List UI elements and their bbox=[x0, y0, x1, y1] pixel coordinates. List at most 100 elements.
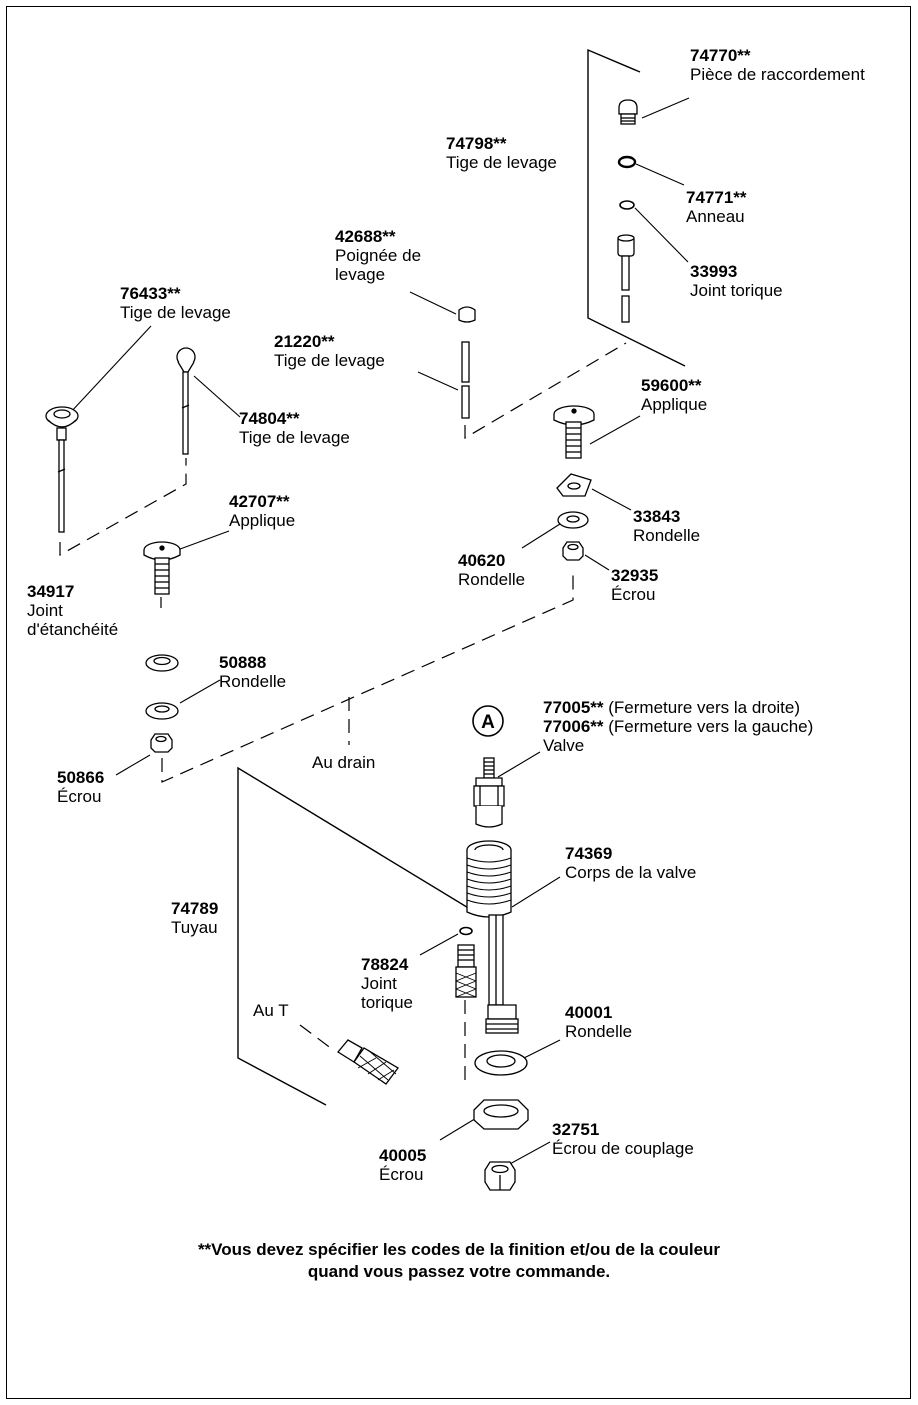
leader-74804 bbox=[193, 375, 241, 418]
part-name: Écrou bbox=[57, 787, 102, 806]
part-name: Tige de levage bbox=[120, 303, 231, 322]
leader-40005 bbox=[439, 1116, 479, 1141]
label-32751: 32751 Écrou de couplage bbox=[552, 1120, 694, 1158]
label-74770: 74770** Pièce de raccordement bbox=[690, 46, 865, 84]
part-name: Écrou de couplage bbox=[552, 1139, 694, 1158]
part-74804-lift-rod bbox=[176, 347, 196, 455]
label-50888: 50888 Rondelle bbox=[219, 653, 286, 691]
part-name: Écrou bbox=[611, 585, 656, 604]
part-number: 34917 bbox=[27, 582, 75, 601]
part-number: 74770** bbox=[690, 46, 751, 65]
leader-32935 bbox=[584, 554, 610, 571]
leader-50888 bbox=[179, 679, 221, 704]
part-33843-washer bbox=[556, 473, 592, 497]
part-name: Tige de levage bbox=[446, 153, 557, 172]
leader-40620 bbox=[521, 523, 561, 549]
part-number: 32751 bbox=[552, 1120, 600, 1139]
part-40005-nut bbox=[473, 1099, 529, 1130]
part-40001-washer bbox=[474, 1050, 528, 1076]
part-number: 74798** bbox=[446, 134, 507, 153]
part-59600-escutcheon bbox=[553, 405, 595, 459]
ordering-note: **Vous devez spécifier les codes de la f… bbox=[0, 1239, 918, 1283]
hose-fitting-upper bbox=[455, 944, 477, 998]
label-74804: 74804** Tige de levage bbox=[239, 409, 350, 447]
part-name: Tige de levage bbox=[274, 351, 385, 370]
part-number: 77006** bbox=[543, 717, 604, 736]
part-name: Joint torique bbox=[690, 281, 783, 300]
label-40005: 40005 Écrou bbox=[379, 1146, 426, 1184]
part-name: Rondelle bbox=[565, 1022, 633, 1041]
leader-32751 bbox=[507, 1141, 551, 1166]
part-name: Tige de levage bbox=[239, 428, 350, 447]
part-50866-nut bbox=[150, 733, 173, 753]
part-74369-valve-body bbox=[466, 840, 519, 1034]
dash-au-t-pointer bbox=[299, 1024, 333, 1050]
label-42688: 42688** Poignée de levage bbox=[335, 227, 421, 284]
label-74789: 74789 Tuyau bbox=[171, 899, 218, 937]
part-34917-gasket bbox=[145, 654, 179, 672]
label-74798: 74798** Tige de levage bbox=[446, 134, 557, 172]
leader-77005 bbox=[497, 751, 541, 778]
part-number: 21220** bbox=[274, 332, 335, 351]
label-74369: 74369 Corps de la valve bbox=[565, 844, 696, 882]
leader-21220 bbox=[417, 371, 459, 391]
part-74798-lift-rod bbox=[617, 234, 635, 323]
part-number: 76433** bbox=[120, 284, 181, 303]
part-name-line-1: Joint bbox=[27, 601, 63, 620]
label-au-drain: Au drain bbox=[312, 753, 376, 772]
part-number: 50866 bbox=[57, 768, 105, 787]
label-42707: 42707** Applique bbox=[229, 492, 295, 530]
part-number: 40005 bbox=[379, 1146, 427, 1165]
part-number: 42688** bbox=[335, 227, 396, 246]
label-33993: 33993 Joint torique bbox=[690, 262, 783, 300]
part-32935-nut bbox=[562, 541, 584, 561]
label-78824: 78824 Joint torique bbox=[361, 955, 413, 1012]
callout-circle-a bbox=[472, 705, 504, 737]
part-name-line-2: d'étanchéité bbox=[27, 620, 119, 639]
label-77005: 77005** (Fermeture vers la droite) 77006… bbox=[543, 698, 813, 755]
label-21220: 21220** Tige de levage bbox=[274, 332, 385, 370]
label-34917: 34917 Joint d'étanchéité bbox=[27, 582, 118, 639]
part-name: Corps de la valve bbox=[565, 863, 697, 882]
leader-78824 bbox=[419, 933, 459, 956]
part-number: 33843 bbox=[633, 507, 681, 526]
label-40001: 40001 Rondelle bbox=[565, 1003, 632, 1041]
part-number: 74369 bbox=[565, 844, 613, 863]
part-number: 74771** bbox=[686, 188, 747, 207]
part-name-line-2: torique bbox=[361, 993, 413, 1012]
leader-74771 bbox=[635, 163, 685, 186]
part-name: Applique bbox=[641, 395, 708, 414]
hose-fitting-lower bbox=[337, 1039, 399, 1085]
dash-rod-21220-to-wall bbox=[464, 342, 627, 440]
part-name: Écrou bbox=[379, 1165, 424, 1184]
part-name: Valve bbox=[543, 736, 585, 755]
part-number: 77005** bbox=[543, 698, 604, 717]
ordering-note-line-2: quand vous passez votre commande. bbox=[307, 1262, 611, 1281]
leader-76433 bbox=[69, 325, 152, 414]
label-32935: 32935 Écrou bbox=[611, 566, 658, 604]
part-77005-valve bbox=[473, 757, 505, 828]
page-border bbox=[6, 6, 911, 1399]
dash-left-rods bbox=[59, 458, 187, 557]
part-number: 74789 bbox=[171, 899, 219, 918]
part-number: 74804** bbox=[239, 409, 300, 428]
part-note: (Fermeture vers la gauche) bbox=[608, 717, 814, 736]
label-76433: 76433** Tige de levage bbox=[120, 284, 231, 322]
part-number: 32935 bbox=[611, 566, 659, 585]
label-40620: 40620 Rondelle bbox=[458, 551, 525, 589]
part-number: 33993 bbox=[690, 262, 738, 281]
part-number: 50888 bbox=[219, 653, 267, 672]
leader-74369 bbox=[511, 876, 561, 908]
part-32751-coupling-nut bbox=[484, 1161, 516, 1191]
ordering-note-line-1: **Vous devez spécifier les codes de la f… bbox=[197, 1240, 721, 1259]
part-name: Tuyau bbox=[171, 918, 218, 937]
part-76433-lift-rod bbox=[45, 406, 79, 533]
part-40620-washer bbox=[557, 511, 589, 529]
part-name: Applique bbox=[229, 511, 296, 530]
part-note: (Fermeture vers la droite) bbox=[608, 698, 801, 717]
part-74771-ring bbox=[617, 155, 637, 169]
part-name-line-2: levage bbox=[335, 265, 386, 284]
part-77006-line: 77006** (Fermeture vers la gauche) bbox=[543, 717, 813, 736]
